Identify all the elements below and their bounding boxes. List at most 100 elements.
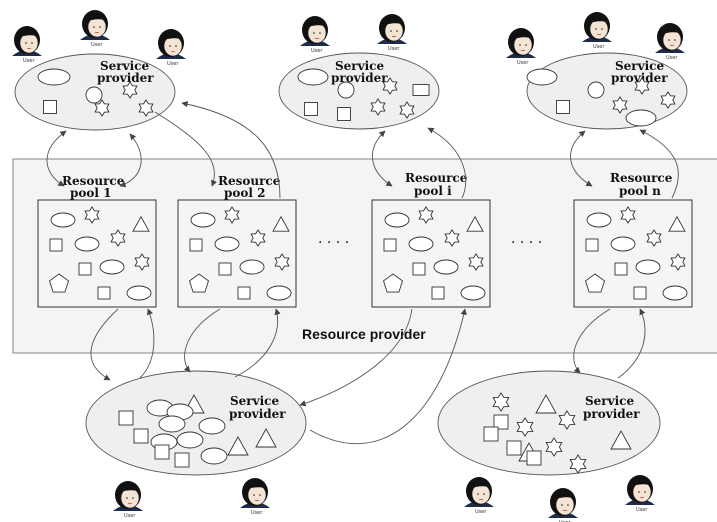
- user-eye: [601, 28, 603, 30]
- service-provider-bottom-1: [85, 370, 307, 476]
- arrow: [570, 130, 593, 187]
- user-icon: User: [377, 14, 407, 52]
- user-eye: [668, 39, 670, 41]
- user-icon: User: [12, 26, 42, 64]
- arrow: [309, 308, 467, 445]
- arrows: [46, 101, 679, 445]
- star-shape: [646, 229, 662, 247]
- star-shape: [545, 437, 563, 457]
- resource-pool-label: Resource: [62, 174, 125, 188]
- square-shape: [483, 426, 499, 442]
- user-mouth: [94, 31, 100, 34]
- service-provider-label: Service: [585, 394, 634, 408]
- square-shape: [49, 238, 63, 252]
- user-bangs: [629, 480, 652, 487]
- resource-provider-label: Resource provider: [302, 326, 426, 342]
- user-mouth: [520, 49, 526, 52]
- user-mouth: [562, 509, 568, 512]
- user-bangs: [117, 486, 140, 493]
- user-eye: [396, 30, 398, 32]
- square-shape: [383, 238, 397, 252]
- user-label: User: [23, 58, 35, 64]
- user-eye: [561, 504, 563, 506]
- arrow: [639, 129, 679, 199]
- star-shape: [84, 206, 100, 224]
- oval-shape: [214, 236, 240, 252]
- arrow: [90, 308, 119, 381]
- oval-shape: [198, 417, 226, 435]
- user-eye: [259, 494, 261, 496]
- user-mouth: [391, 35, 397, 38]
- user-label: User: [666, 55, 678, 61]
- oval-shape: [610, 236, 636, 252]
- user-icon: User: [548, 488, 578, 522]
- star-shape: [660, 91, 676, 109]
- square-shape: [431, 286, 445, 300]
- ellipsis-left: . . . .: [318, 231, 349, 247]
- oval-shape: [126, 285, 152, 301]
- circle-shape: [85, 86, 103, 104]
- service-provider-label: Service: [230, 394, 279, 408]
- user-eye: [175, 45, 177, 47]
- arrow: [299, 308, 413, 407]
- resource-pool-label: pool 1: [70, 186, 111, 200]
- user-icon: User: [80, 10, 110, 48]
- user-eye: [25, 42, 27, 44]
- ellipsis-right: . . . .: [511, 231, 542, 247]
- star-shape: [224, 206, 240, 224]
- user-icon: User: [655, 23, 685, 61]
- triangle-shape: [610, 430, 632, 450]
- user-eye: [595, 28, 597, 30]
- user-mouth: [314, 37, 320, 40]
- arrow: [234, 308, 281, 378]
- service-provider-bottom-2: [437, 370, 661, 476]
- user-icon: User: [464, 477, 494, 515]
- user-icon: User: [625, 475, 655, 513]
- oval-shape: [266, 285, 292, 301]
- user-mouth: [596, 33, 602, 36]
- star-shape: [612, 96, 628, 114]
- triangle-shape: [255, 428, 277, 448]
- square-shape: [237, 286, 251, 300]
- circle-shape: [337, 81, 355, 99]
- resource-shapes: [37, 68, 688, 474]
- star-shape: [274, 253, 290, 271]
- pentagon-shape: [48, 273, 70, 293]
- star-shape: [558, 410, 576, 430]
- user-label: User: [167, 61, 179, 67]
- circle-shape: [587, 81, 605, 99]
- star-shape: [620, 206, 636, 224]
- square-shape: [585, 238, 599, 252]
- pentagon-shape: [584, 273, 606, 293]
- square-shape: [614, 262, 628, 276]
- user-eye: [390, 30, 392, 32]
- user-label: User: [251, 510, 263, 516]
- oval-shape: [200, 447, 228, 465]
- oval-shape: [50, 212, 76, 228]
- user-icon: User: [240, 478, 270, 516]
- square-shape: [154, 444, 170, 460]
- square-shape: [493, 414, 509, 430]
- user-mouth: [170, 50, 176, 53]
- user-bangs: [84, 15, 107, 22]
- user-bangs: [244, 483, 267, 490]
- oval-shape: [460, 285, 486, 301]
- user-icon: User: [156, 29, 186, 67]
- service-provider-label: Service: [100, 59, 149, 73]
- square-shape: [556, 100, 570, 114]
- oval-shape: [176, 431, 204, 449]
- user-bangs: [552, 493, 575, 500]
- triangle-shape: [132, 215, 150, 232]
- resource-pool-label: Resource: [218, 174, 281, 188]
- arrow: [154, 111, 217, 187]
- user-eye: [519, 44, 521, 46]
- user-eye: [567, 504, 569, 506]
- square-shape: [118, 410, 134, 426]
- square-shape: [304, 102, 318, 116]
- arrow: [181, 101, 281, 199]
- star-shape: [138, 99, 154, 117]
- triangle-shape: [668, 215, 686, 232]
- arrow: [46, 130, 67, 187]
- square-shape: [412, 262, 426, 276]
